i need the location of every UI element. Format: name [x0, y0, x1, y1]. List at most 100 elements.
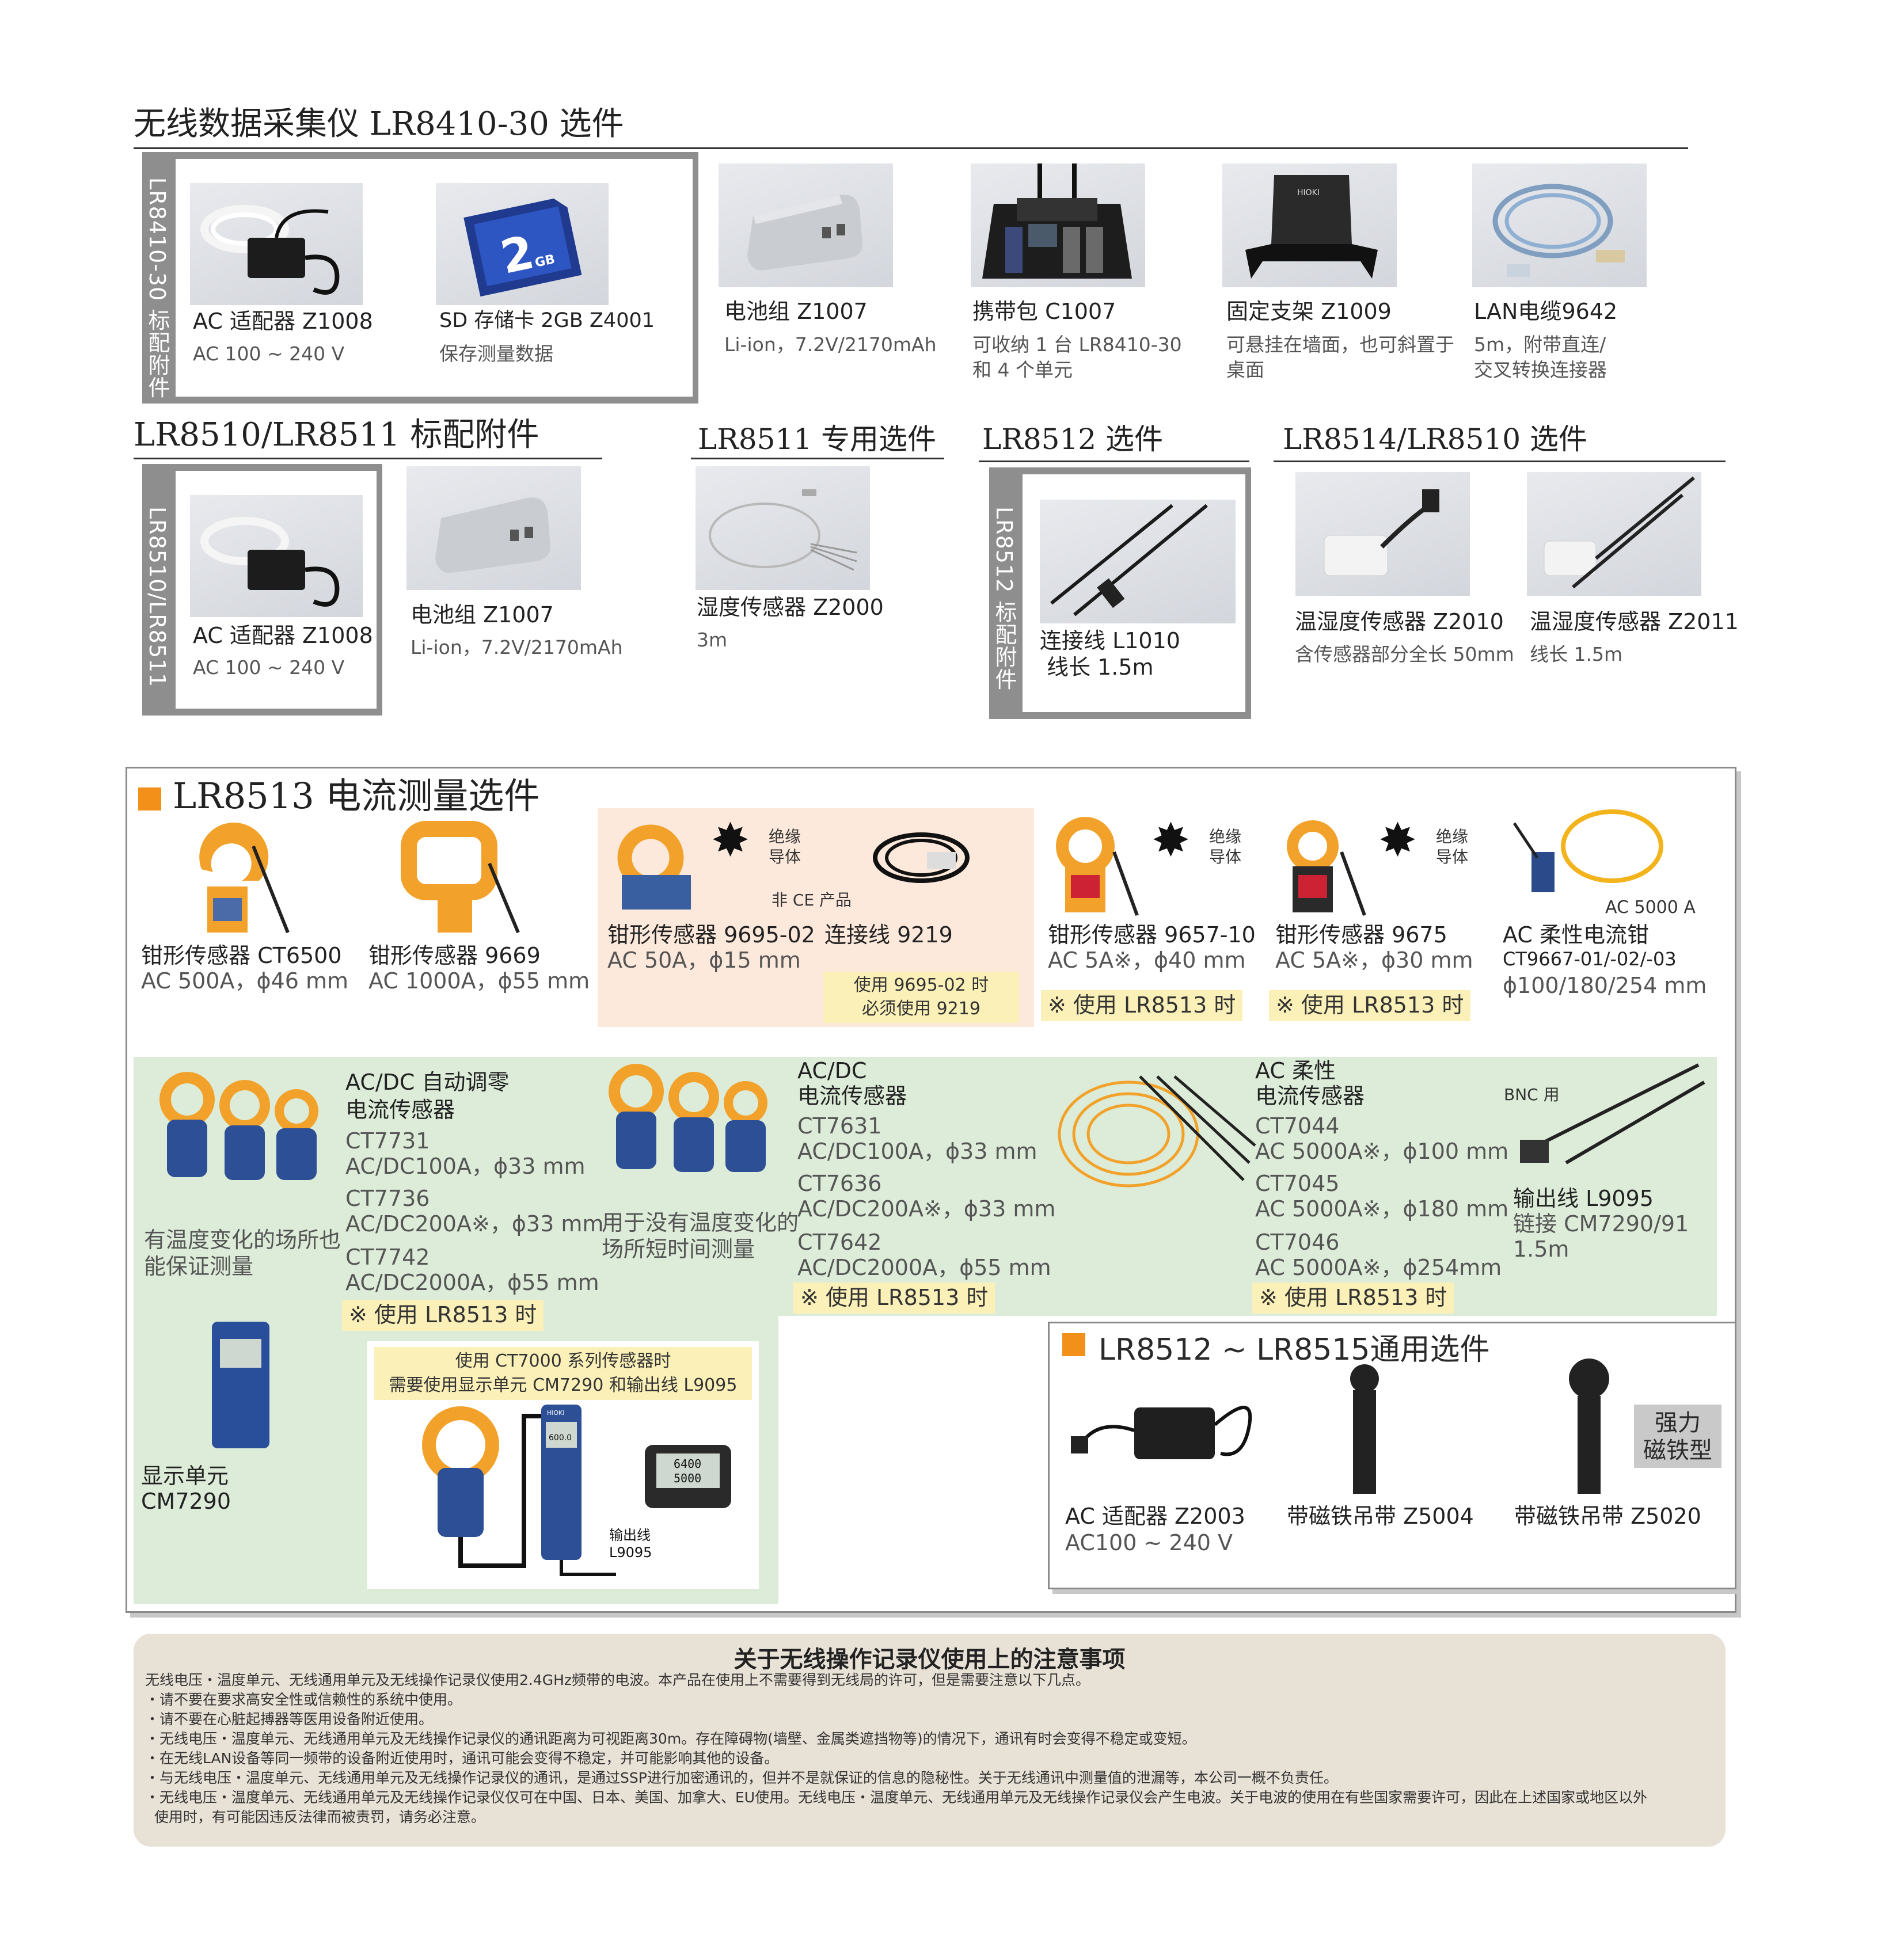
battery-pack-z1007-photo	[406, 466, 581, 590]
cm7290-name: 显示单元	[141, 1463, 229, 1489]
common-title-marker	[1062, 1333, 1085, 1356]
diagram-cable-label: L9095	[609, 1544, 652, 1561]
lr8410-title-rule	[134, 147, 1688, 149]
autozero-caption: 有温度变化的场所也	[144, 1227, 341, 1253]
lr8410-item-desc: 可悬挂在墙面，也可斜置于	[1226, 333, 1454, 356]
insulated-conductor-label: 绝缘导体	[769, 827, 801, 866]
acdc-caption: 用于没有温度变化的	[602, 1210, 799, 1235]
tag-line: 磁铁型	[1643, 1437, 1712, 1464]
autozero-caption: 能保证测量	[144, 1254, 254, 1279]
sensor-model: CT7731	[345, 1128, 430, 1154]
clamp-spec: AC 5A※，ϕ40 mm	[1048, 948, 1246, 973]
connection-cable-l1010-photo	[1040, 500, 1236, 623]
sd-card-z4001-photo: 2 GB	[436, 183, 609, 305]
non-ce-label: 非 CE 产品	[772, 891, 852, 910]
insulated-conductor-icon: ✸	[711, 813, 750, 867]
autozero-sensors-photo	[153, 1065, 325, 1192]
lr8410-item-name: SD 存储卡 2GB Z4001	[439, 309, 655, 332]
lr8514-item-name: 温湿度传感器 Z2011	[1530, 609, 1739, 634]
note-line: 使用 CT7000 系列传感器时	[455, 1351, 671, 1371]
notes-line: ・请不要在心脏起搏器等医用设备附近使用。	[145, 1711, 434, 1727]
wireless-notes-body: 无线电压・温度单元、无线通用单元及无线操作记录仪使用2.4GHz频带的电波。本产…	[145, 1671, 1717, 1827]
ct7000-requirement-note: 使用 CT7000 系列传感器时 需要使用显示单元 CM7290 和输出线 L9…	[374, 1347, 752, 1400]
sensor-model: CT7742	[345, 1245, 430, 1270]
clamp-name: 钳形传感器 9669	[368, 943, 541, 968]
clamp-spec: ϕ100/180/254 mm	[1503, 973, 1707, 998]
diagram-reading2: 5000	[674, 1471, 701, 1485]
notes-line: 无线电压・温度单元、无线通用单元及无线操作记录仪使用2.4GHz频带的电波。本产…	[145, 1672, 1090, 1688]
cm7290-model: CM7290	[141, 1489, 231, 1514]
acdc-heading: AC/DC	[797, 1058, 867, 1083]
note-use-lr8513: ※ 使用 LR8513 时	[793, 1283, 995, 1314]
carrying-case-c1007-photo	[971, 163, 1145, 287]
common-item-name: AC 适配器 Z2003	[1065, 1504, 1245, 1529]
lr8410-item-desc: 交叉转换连接器	[1474, 359, 1607, 381]
connection-cable-9219-photo	[852, 812, 990, 904]
autozero-heading: 电流传感器	[345, 1097, 455, 1122]
lr8512-item-name: 连接线 L1010	[1040, 628, 1180, 653]
lr8512-title-rule	[979, 461, 1249, 462]
l9095-name: 输出线 L9095	[1513, 1186, 1654, 1211]
note-9219-required: 使用 9695-02 时 必须使用 9219	[823, 972, 1019, 1023]
sensor-spec: AC 5000A※，ϕ180 mm	[1255, 1196, 1509, 1222]
clamp-spec: AC 50A，ϕ15 mm	[607, 948, 801, 973]
sensor-model: CT7046	[1255, 1230, 1340, 1255]
clamp-spec: AC 1000A，ϕ55 mm	[368, 968, 590, 994]
lr8410-item-name: 固定支架 Z1009	[1226, 299, 1392, 324]
ac-adapter-z2003-photo	[1065, 1367, 1272, 1482]
notes-line: ・请不要在要求高安全性或信赖性的系统中使用。	[145, 1691, 462, 1708]
notes-line: 使用时，有可能因违反法律而被责罚，请务必注意。	[145, 1809, 485, 1825]
ct7000-series-panel	[134, 1057, 1717, 1316]
clamp-spec: AC 500A，ϕ46 mm	[141, 968, 348, 994]
clamp-ct6500-photo	[173, 817, 317, 941]
common-item-name: 带磁铁吊带 Z5020	[1514, 1504, 1701, 1529]
clamp-name: AC 柔性电流钳	[1503, 922, 1649, 948]
magnetic-strap-z5020-photo	[1555, 1356, 1624, 1500]
note-use-lr8513: ※ 使用 LR8513 时	[1269, 990, 1471, 1021]
acdc-caption: 场所短时间测量	[602, 1236, 755, 1262]
lr8510-item-desc: Li-ion，7.2V/2170mAh	[411, 636, 623, 659]
lr8410-item-name: AC 适配器 Z1008	[193, 309, 373, 334]
note-line: 必须使用 9219	[862, 998, 980, 1019]
wireless-notes-title: 关于无线操作记录仪使用上的注意事项	[734, 1646, 1126, 1673]
clamp-model: CT9667-01/-02/-03	[1503, 948, 1677, 970]
lr8514-section-title: LR8514/LR8510 选件	[1283, 423, 1587, 456]
clamp-spec: AC 5A※，ϕ30 mm	[1275, 948, 1473, 973]
lr8512-section-title: LR8512 选件	[982, 423, 1163, 456]
diagram-brand: HIOKI	[547, 1409, 565, 1417]
lr8410-item-desc: 可收纳 1 台 LR8410-30	[972, 333, 1182, 356]
common-section-title: LR8512 ~ LR8515通用选件	[1099, 1333, 1490, 1367]
lr8513-section-title: LR8513 电流测量选件	[173, 775, 540, 817]
cm7290-screen	[220, 1339, 261, 1368]
sensor-model: CT7631	[797, 1113, 882, 1139]
note-use-lr8513: ※ 使用 LR8513 时	[1041, 990, 1243, 1021]
sensor-model: CT7636	[797, 1171, 882, 1196]
sensor-spec: AC/DC100A，ϕ33 mm	[345, 1154, 586, 1179]
ct7000-connection-diagram: HIOKI 600.0 6400 5000 输出线 L9095	[422, 1405, 731, 1576]
common-item-desc: AC100 ~ 240 V	[1065, 1530, 1233, 1555]
magnetic-strap-z5004-photo	[1330, 1356, 1399, 1500]
l9095-desc: 链接 CM7290/91	[1513, 1211, 1689, 1236]
bnc-label: BNC 用	[1504, 1085, 1560, 1104]
lan-cable-9642-photo	[1472, 163, 1647, 287]
fixing-stand-z1009-photo: HIOKI	[1222, 163, 1397, 287]
humidity-sensor-z2000-photo	[696, 466, 870, 590]
tag-line: 强力	[1655, 1410, 1701, 1436]
sensor-spec: AC 5000A※，ϕ100 mm	[1255, 1139, 1509, 1164]
wireless-notes-box	[134, 1634, 1726, 1847]
cable-name: 连接线 9219	[824, 922, 953, 948]
lr8410-item-desc: 保存测量数据	[439, 343, 553, 365]
lr8510-item-name: AC 适配器 Z1008	[193, 623, 373, 648]
clamp-name: 钳形传感器 9695-02	[607, 922, 815, 948]
l9095-desc: 1.5m	[1513, 1236, 1569, 1262]
temp-humidity-sensor-z2011-photo	[1527, 472, 1701, 596]
flex-heading: AC 柔性	[1255, 1058, 1336, 1083]
note-line: 需要使用显示单元 CM7290 和输出线 L9095	[389, 1375, 738, 1395]
clamp-name: 钳形传感器 9657-10	[1048, 922, 1256, 948]
lr8410-item-desc: Li-ion，7.2V/2170mAh	[724, 333, 937, 356]
sensor-model: CT7642	[797, 1230, 882, 1255]
temp-humidity-sensor-z2010-photo	[1295, 472, 1470, 596]
lr8513-title-marker	[138, 787, 161, 811]
lr8514-item-name: 温湿度传感器 Z2010	[1295, 609, 1504, 634]
lr8510-item-desc: AC 100 ~ 240 V	[193, 656, 345, 679]
